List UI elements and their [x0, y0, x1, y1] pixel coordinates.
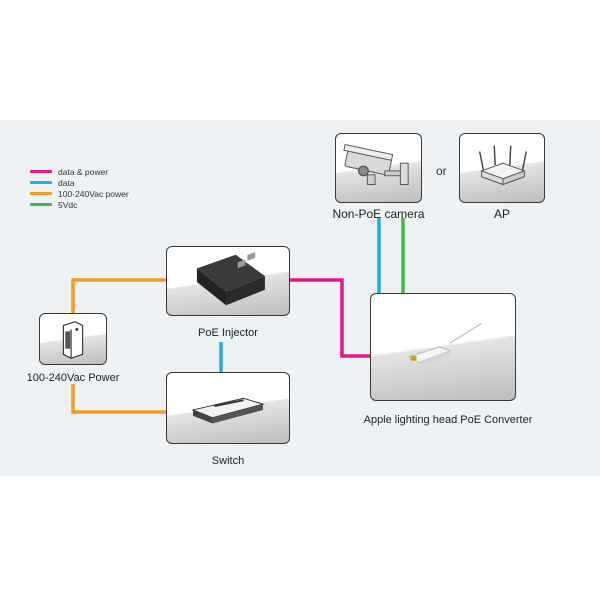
wireless-access-point-icon — [478, 145, 528, 186]
legend-item: data & power — [30, 166, 129, 177]
power-outlet-icon — [62, 321, 84, 359]
converter-label: Apple lighting head PoE Converter — [363, 414, 533, 426]
injector-node — [166, 246, 290, 316]
power-label: 100-240Vac Power — [26, 372, 120, 384]
wire-injector-to-converter — [289, 278, 370, 358]
legend-label: 5Vdc — [58, 199, 78, 210]
legend-swatch — [30, 181, 52, 184]
switch-label: Switch — [211, 455, 245, 467]
legend-label: 100-240Vac power — [58, 188, 129, 199]
legend-label: data — [58, 177, 75, 188]
injector-label: PoE Injector — [198, 327, 258, 339]
converter-node — [370, 293, 516, 401]
camera-label: Non-PoE camera — [332, 207, 425, 221]
poe-injector-icon — [196, 252, 265, 306]
legend: data & power data 100-240Vac power 5Vdc — [30, 166, 129, 210]
legend-item: data — [30, 177, 129, 188]
wire-power-to-switch — [71, 384, 166, 414]
switch-node — [166, 372, 290, 444]
legend-item: 100-240Vac power — [30, 188, 129, 199]
legend-label: data & power — [58, 166, 109, 177]
poe-converter-icon — [407, 322, 482, 367]
ap-node — [459, 133, 545, 203]
legend-item: 5Vdc — [30, 199, 129, 210]
legend-swatch — [30, 170, 52, 173]
power-node — [39, 313, 107, 365]
wire-power-to-injector — [71, 278, 166, 313]
ap-label: AP — [493, 207, 510, 221]
or-separator: or — [436, 164, 447, 178]
network-switch-icon — [191, 397, 265, 424]
legend-swatch — [30, 203, 52, 206]
security-camera-icon — [343, 143, 409, 185]
camera-node — [335, 133, 422, 203]
legend-swatch — [30, 192, 52, 195]
